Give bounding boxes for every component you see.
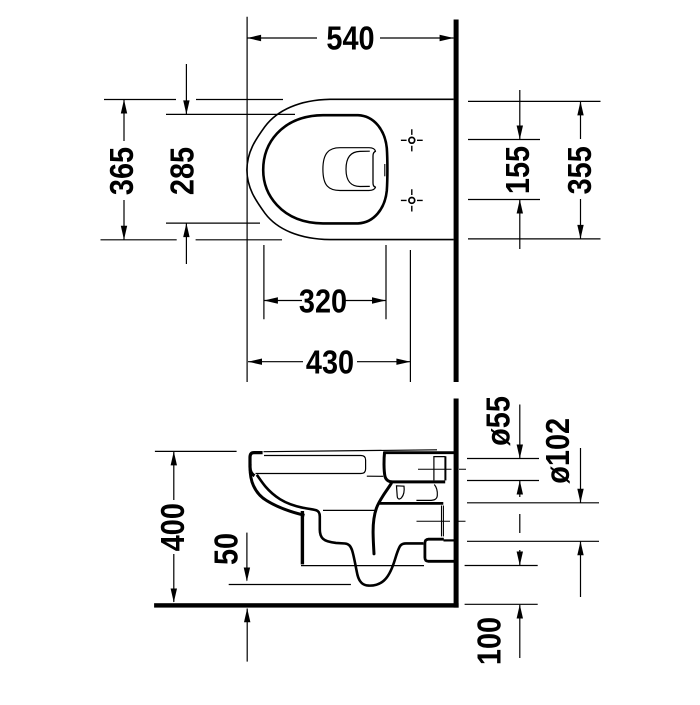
svg-text:540: 540	[326, 20, 374, 57]
svg-text:155: 155	[499, 146, 536, 194]
svg-text:50: 50	[207, 533, 244, 565]
svg-text:365: 365	[103, 147, 140, 195]
svg-text:355: 355	[561, 146, 598, 194]
svg-text:320: 320	[299, 283, 347, 320]
svg-text:400: 400	[154, 503, 191, 551]
svg-text:100: 100	[470, 617, 507, 665]
svg-text:ø102: ø102	[539, 418, 576, 484]
svg-text:430: 430	[306, 344, 354, 381]
svg-text:ø55: ø55	[480, 396, 517, 446]
svg-text:285: 285	[164, 147, 201, 195]
